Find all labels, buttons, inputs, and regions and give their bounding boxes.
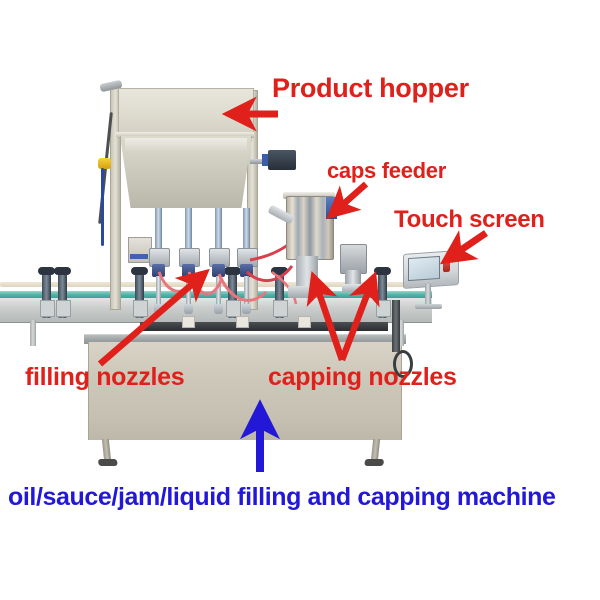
hopper-drive-shaft: [250, 159, 264, 164]
guard-bracket: [298, 316, 311, 328]
rail-clamp: [54, 267, 71, 318]
touch-screen-pedestal: [425, 284, 431, 306]
label-filling-nozzles: filling nozzles: [25, 363, 185, 391]
belt-guard: [140, 322, 388, 331]
label-caps-feeder: caps feeder: [327, 158, 446, 183]
capping-nozzle-collar: [342, 284, 364, 292]
hopper-motor-mount: [262, 154, 271, 166]
label-machine-caption: oil/sauce/jam/liquid filling and capping…: [8, 483, 556, 511]
cabinet-top-edge: [84, 334, 406, 344]
nozzle-tube: [244, 276, 249, 306]
caps-feeder-stem: [296, 256, 318, 290]
guard-bracket: [236, 316, 249, 328]
label-touch-screen: Touch screen: [394, 206, 545, 233]
junction-box-label: [130, 254, 148, 259]
hopper-drive-motor: [268, 150, 296, 170]
cable-coil: [393, 350, 413, 378]
nozzle-rod: [243, 208, 250, 250]
rail-clamp: [38, 267, 55, 318]
nozzle-tube: [216, 276, 221, 306]
indicator-lamp: [98, 158, 111, 169]
nozzle-tip: [214, 304, 223, 314]
touch-screen-display[interactable]: [408, 255, 440, 282]
caps-feeder-trim: [326, 197, 337, 219]
product-hopper-lip: [116, 132, 254, 137]
label-product-hopper: Product hopper: [272, 73, 469, 103]
touch-screen-base: [415, 304, 442, 309]
rail-clamp: [271, 267, 288, 318]
cable-duct: [392, 300, 400, 352]
nozzle-tip: [242, 304, 251, 314]
nozzle-rod: [215, 208, 222, 250]
nozzle-valve-blue: [212, 264, 225, 277]
nozzle-rod: [185, 208, 192, 250]
conveyor-support: [398, 320, 404, 346]
rail-clamp: [374, 267, 391, 318]
machine-photo: [0, 60, 600, 470]
nozzle-valve-blue: [152, 264, 165, 277]
emergency-stop-button[interactable]: [443, 258, 450, 273]
cable-blue: [101, 168, 104, 246]
caps-feeder-base: [288, 286, 324, 298]
product-hopper-cone: [120, 136, 252, 208]
label-capping-nozzles: capping nozzles: [268, 363, 457, 391]
conveyor-support: [30, 320, 36, 346]
nozzle-rod: [155, 208, 162, 250]
capping-nozzle-motor: [340, 244, 367, 274]
caps-feeder-rim: [283, 192, 335, 199]
